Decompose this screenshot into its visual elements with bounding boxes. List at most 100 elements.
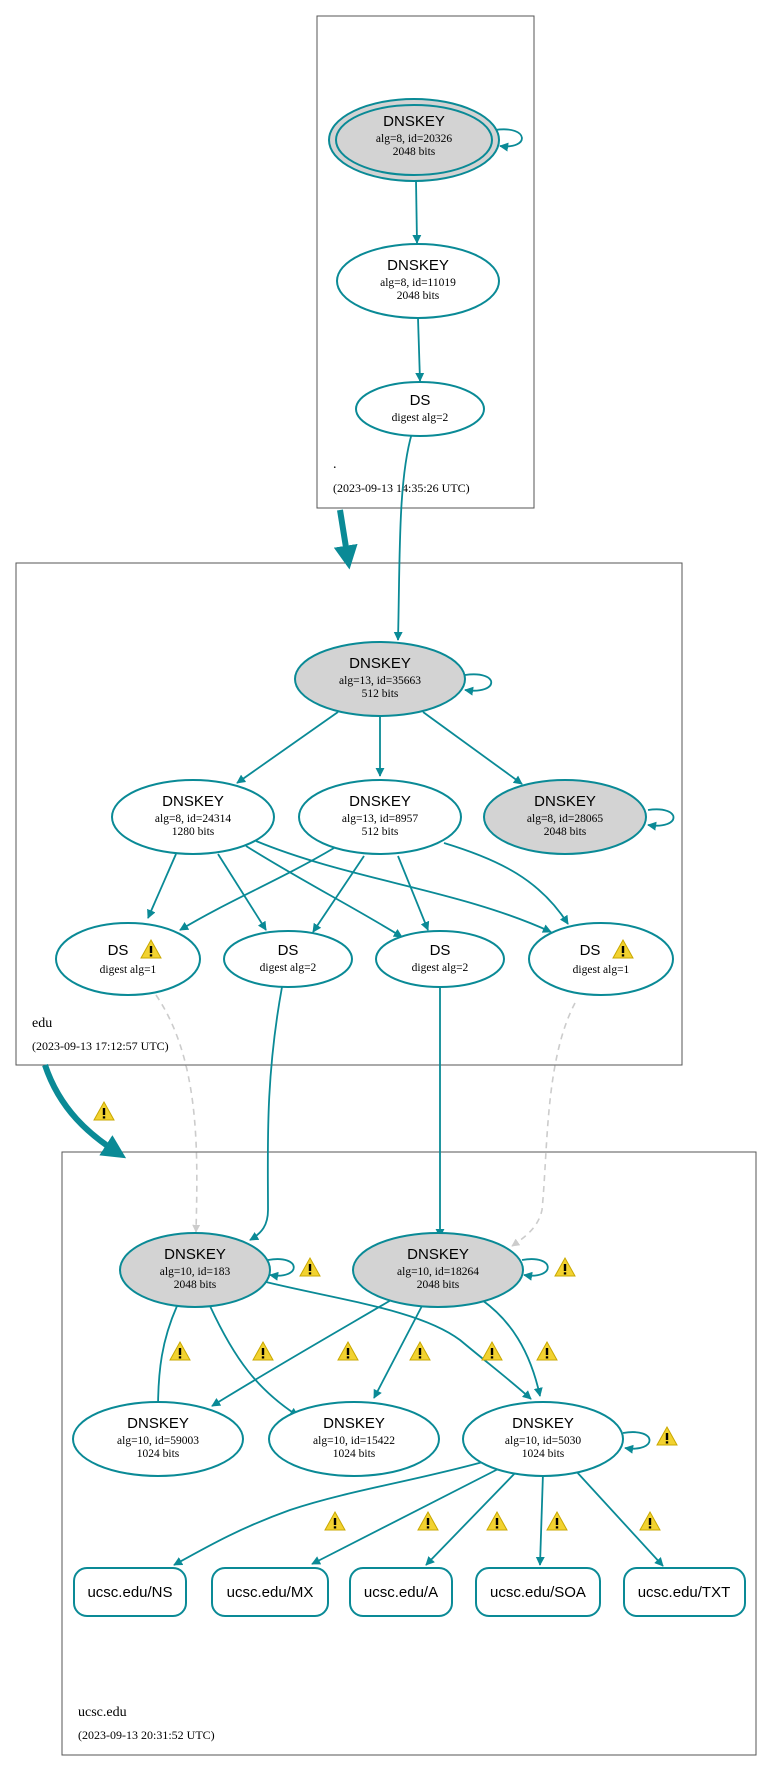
edge-k183-k5030 bbox=[265, 1281, 532, 1400]
node-edu-ds2: DS digest alg=2 bbox=[223, 930, 353, 988]
rrset-label: ucsc.edu/SOA bbox=[490, 1584, 586, 1601]
rrset-label: ucsc.edu/MX bbox=[227, 1584, 314, 1601]
node-detail: 1024 bits bbox=[137, 1448, 180, 1460]
delegation-edu-ucsc bbox=[42, 1064, 127, 1159]
node-ucsc-k59003: DNSKEY alg=10, id=59003 1024 bits bbox=[72, 1401, 244, 1477]
edge-k183-self bbox=[267, 1258, 295, 1281]
node-ucsc-k183: DNSKEY alg=10, id=183 2048 bits bbox=[119, 1232, 271, 1308]
node-type: DNSKEY bbox=[127, 1415, 189, 1432]
delegation-root-edu bbox=[333, 509, 358, 570]
edge-k5030-mx bbox=[311, 1465, 505, 1565]
rrset-mx: ucsc.edu/MX bbox=[211, 1567, 329, 1617]
node-type: DNSKEY bbox=[387, 257, 449, 274]
node-detail: 1024 bits bbox=[522, 1448, 565, 1460]
zone-edu-name: edu bbox=[32, 1016, 52, 1031]
node-detail: 512 bits bbox=[362, 826, 399, 838]
edge-k18264-self bbox=[521, 1258, 549, 1281]
node-detail: 512 bits bbox=[362, 688, 399, 700]
edge-ds2-ucsc-k183 bbox=[249, 986, 283, 1241]
node-detail: alg=10, id=59003 bbox=[117, 1435, 199, 1447]
node-type: DS bbox=[430, 942, 451, 959]
edge-k2-ds1 bbox=[179, 847, 335, 931]
node-edu-ds4: DS digest alg=1 bbox=[528, 922, 674, 996]
node-detail: alg=10, id=183 bbox=[160, 1266, 231, 1278]
zone-root-name: . bbox=[333, 457, 337, 472]
node-ucsc-k15422: DNSKEY alg=10, id=15422 1024 bits bbox=[268, 1401, 440, 1477]
zone-ucsc-timestamp: (2023-09-13 20:31:52 UTC) bbox=[78, 1728, 215, 1742]
node-detail: 2048 bits bbox=[174, 1279, 217, 1291]
node-type: DNSKEY bbox=[534, 793, 596, 810]
edge-root-zsk-ds bbox=[415, 317, 425, 382]
node-detail: alg=13, id=35663 bbox=[339, 675, 421, 687]
rrset-txt: ucsc.edu/TXT bbox=[623, 1567, 746, 1617]
edge-k5030-txt bbox=[574, 1469, 664, 1567]
node-edu-k1: DNSKEY alg=8, id=24314 1280 bits bbox=[111, 779, 275, 855]
rrset-label: ucsc.edu/TXT bbox=[638, 1584, 731, 1601]
edge-edu-ksk-k3 bbox=[422, 711, 523, 785]
node-root-zsk: DNSKEY alg=8, id=11019 2048 bits bbox=[336, 243, 500, 319]
node-type: DNSKEY bbox=[349, 655, 411, 672]
node-edu-k3: DNSKEY alg=8, id=28065 2048 bits bbox=[483, 779, 647, 855]
edge-edu-ksk-k1 bbox=[236, 711, 339, 784]
node-detail: alg=10, id=18264 bbox=[397, 1266, 479, 1278]
edge-k2-ds4 bbox=[443, 842, 569, 925]
node-type: DS bbox=[580, 942, 601, 959]
node-type: DNSKEY bbox=[349, 793, 411, 810]
edge-edu-k3-self bbox=[647, 808, 675, 831]
edge-root-ksk-self bbox=[494, 128, 523, 152]
edge-k5030-soa bbox=[535, 1472, 545, 1566]
node-type: DS bbox=[278, 942, 299, 959]
edge-k18264-k5030 bbox=[481, 1299, 543, 1397]
node-detail: alg=8, id=20326 bbox=[376, 133, 452, 145]
edge-k2-ds3 bbox=[397, 855, 430, 931]
node-detail: digest alg=2 bbox=[392, 412, 449, 424]
node-root-ksk: DNSKEY alg=8, id=20326 2048 bits bbox=[328, 98, 500, 182]
node-detail: alg=8, id=11019 bbox=[380, 277, 456, 289]
node-detail: alg=13, id=8957 bbox=[342, 813, 418, 825]
node-detail: 2048 bits bbox=[544, 826, 587, 838]
node-ucsc-k18264: DNSKEY alg=10, id=18264 2048 bits bbox=[352, 1232, 524, 1308]
edge-k183-k59003 bbox=[153, 1305, 178, 1411]
edge-k5030-ns bbox=[173, 1459, 491, 1566]
node-type: DS bbox=[410, 392, 431, 409]
delegation-warning-icon bbox=[93, 1101, 115, 1121]
node-detail: 2048 bits bbox=[417, 1279, 460, 1291]
edge-k5030-a bbox=[425, 1469, 519, 1566]
rrset-ns: ucsc.edu/NS bbox=[73, 1567, 187, 1617]
edge-k1-ds2 bbox=[217, 853, 267, 931]
node-edu-ds1: DS digest alg=1 bbox=[55, 922, 201, 996]
rrset-label: ucsc.edu/NS bbox=[87, 1584, 172, 1601]
edge-k18264-k59003 bbox=[211, 1295, 399, 1407]
node-type: DNSKEY bbox=[323, 1415, 385, 1432]
node-root-ds: DS digest alg=2 bbox=[355, 381, 485, 437]
node-detail: digest alg=1 bbox=[100, 964, 157, 976]
edge-ds4-ucsc-k18264-insecure bbox=[511, 1002, 576, 1247]
zone-ucsc-name: ucsc.edu bbox=[78, 1705, 127, 1720]
zone-root-timestamp: (2023-09-13 14:35:26 UTC) bbox=[333, 481, 470, 495]
edge-k2-ds2 bbox=[312, 855, 365, 933]
node-detail: 1280 bits bbox=[172, 826, 215, 838]
node-detail: alg=8, id=28065 bbox=[527, 813, 603, 825]
node-type: DS bbox=[108, 942, 129, 959]
edge-k183-k15422 bbox=[209, 1305, 299, 1417]
node-edu-ksk: DNSKEY alg=13, id=35663 512 bits bbox=[294, 641, 466, 717]
node-type: DNSKEY bbox=[512, 1415, 574, 1432]
node-detail: 2048 bits bbox=[393, 146, 436, 158]
node-detail: digest alg=2 bbox=[260, 962, 317, 974]
edge-root-ksk-zsk bbox=[412, 179, 422, 244]
node-detail: digest alg=2 bbox=[412, 962, 469, 974]
edge-k1-ds4 bbox=[255, 840, 552, 933]
edge-edu-ksk-self bbox=[464, 673, 493, 696]
edge-ds1-ucsc-k183-insecure bbox=[155, 994, 201, 1233]
edge-k18264-k15422 bbox=[373, 1303, 424, 1399]
node-detail: 1024 bits bbox=[333, 1448, 376, 1460]
edge-k1-ds1 bbox=[147, 853, 177, 919]
node-detail: alg=10, id=5030 bbox=[505, 1435, 581, 1447]
node-type: DNSKEY bbox=[407, 1246, 469, 1263]
node-type: DNSKEY bbox=[164, 1246, 226, 1263]
node-detail: alg=10, id=15422 bbox=[313, 1435, 395, 1447]
rrset-soa: ucsc.edu/SOA bbox=[475, 1567, 601, 1617]
rrset-a: ucsc.edu/A bbox=[349, 1567, 453, 1617]
node-detail: alg=8, id=24314 bbox=[155, 813, 231, 825]
